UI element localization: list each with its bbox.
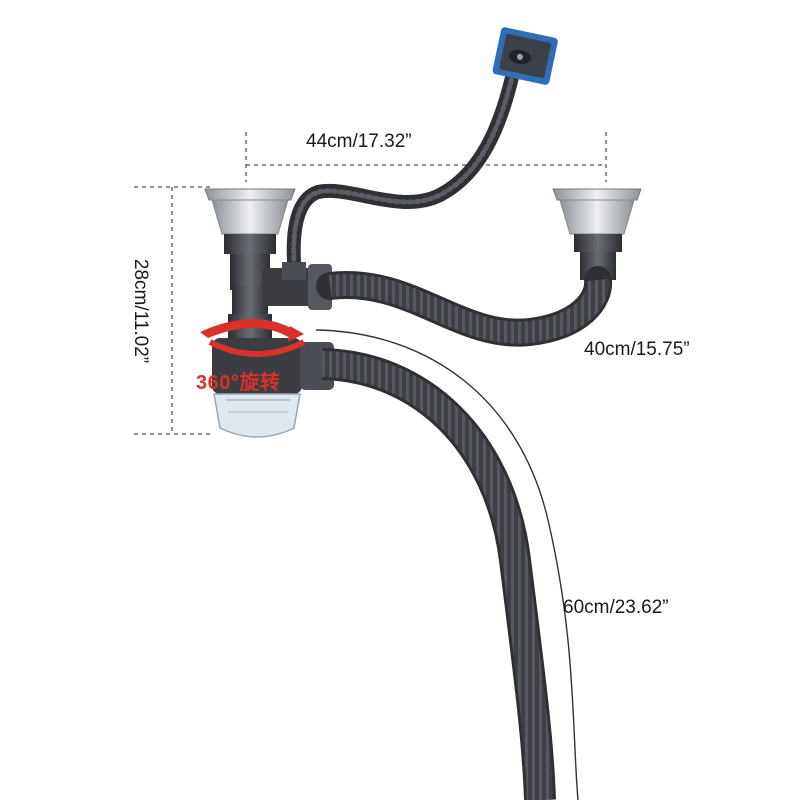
dimension-lines bbox=[134, 132, 607, 435]
left-strainer bbox=[204, 188, 296, 290]
rotation-arrow bbox=[200, 319, 306, 357]
overflow-hose bbox=[286, 53, 523, 269]
width-dimension-label: 44cm/17.32” bbox=[306, 131, 412, 152]
drain-hose-length-label: 60cm/23.62” bbox=[563, 597, 669, 618]
overflow-plate bbox=[492, 27, 558, 85]
hose-length-label: 40cm/15.75” bbox=[584, 339, 690, 360]
height-dimension-label: 28cm/11.02” bbox=[130, 258, 151, 364]
rotation-badge: 360°旋转 bbox=[196, 372, 281, 394]
long-hose-measure-line bbox=[315, 329, 579, 800]
